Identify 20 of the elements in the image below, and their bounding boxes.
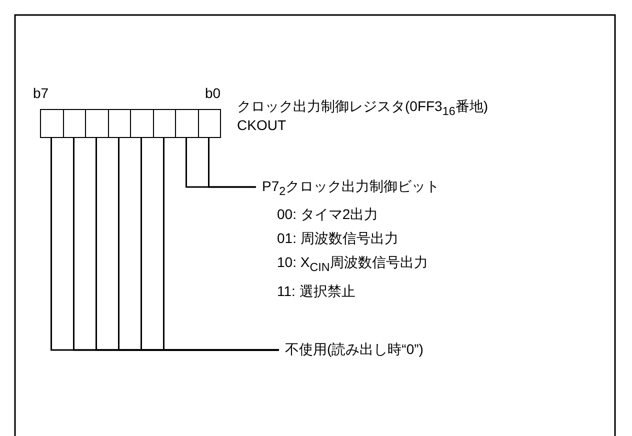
register-bit-cell [130,109,154,138]
register-bit-cell [62,109,86,138]
register-bit-cell [85,109,108,138]
field-name: 不使用(読み出し時“0”) [285,341,424,358]
register-bit-cell [40,109,64,138]
leader-line [208,138,256,188]
option-text: 01: 周波数信号出力 [277,230,400,247]
register-bit-cell [198,109,221,138]
option-text: 00: タイマ2出力 [277,206,380,223]
bit-number: b7 [33,85,49,102]
option-text: 11: 選択禁止 [277,282,356,300]
register-bit-cell [175,109,198,138]
register-name: クロック出力制御レジスタ(0FF3$_{16}$番地) [237,98,488,120]
option-text: 10: X$_{CIN}$周波数信号出力 [277,254,429,276]
register-symbol: CKOUT [237,117,286,134]
register-bit-cell [152,109,176,138]
field-name: P7$_{2}$クロック出力制御ビット [262,178,440,200]
leader-line [163,138,279,351]
register-bit-cell [108,109,131,138]
bit-number: b0 [205,85,221,102]
